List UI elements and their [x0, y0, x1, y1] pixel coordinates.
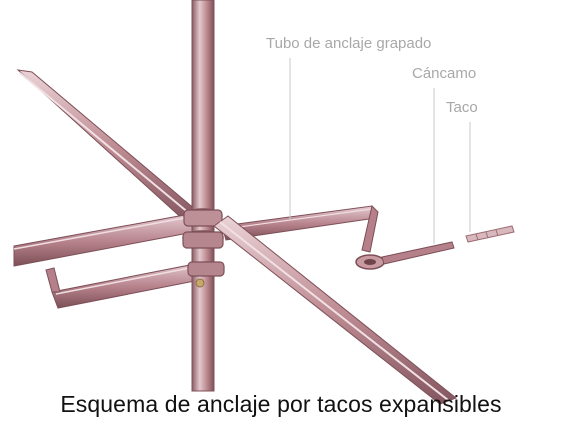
label-taco: Taco — [446, 99, 478, 116]
anchoring-tube — [221, 205, 379, 253]
eye-bolt — [355, 241, 455, 270]
front-diagonal-tube — [213, 215, 458, 405]
vertical-standard-tube — [191, 0, 215, 392]
label-cancamo: Cáncamo — [412, 65, 476, 82]
coupler-clamps — [182, 208, 225, 288]
upper-left-diagonal-tube — [16, 69, 197, 223]
label-tubo-anclaje: Tubo de anclaje grapado — [266, 35, 431, 52]
callout-lines — [289, 58, 471, 244]
lower-horizontal-tube — [45, 261, 211, 309]
left-horizontal-tube — [13, 213, 195, 267]
wall-plug — [465, 225, 515, 243]
diagram-caption: Esquema de anclaje por tacos expansibles — [60, 391, 502, 417]
